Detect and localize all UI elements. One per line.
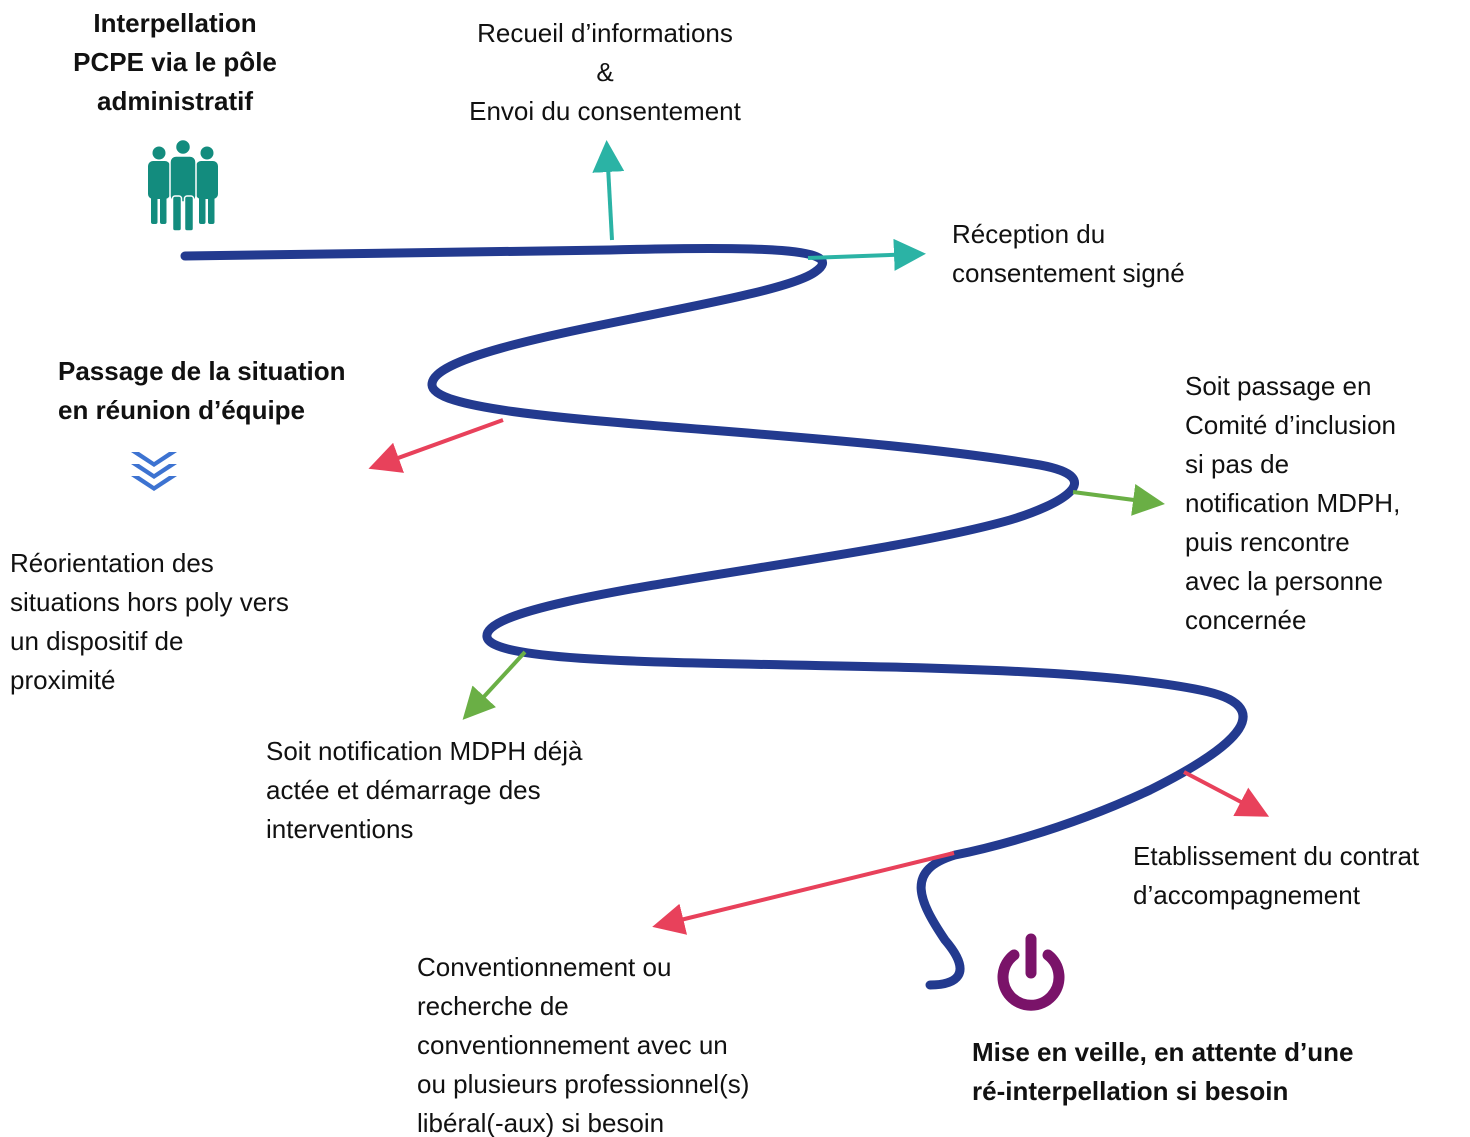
arrow-reception <box>807 238 926 271</box>
arrow-contrat <box>1183 770 1270 817</box>
label-passage: Passage de la situation en réunion d’équ… <box>58 356 346 425</box>
label-reorientation: Réorientation des situations hors poly v… <box>10 548 289 695</box>
label-reception: Réception du consentement signé <box>952 219 1185 288</box>
label-recueil: Recueil d’informations & Envoi du consen… <box>469 18 741 126</box>
label-contrat: Etablissement du contrat d’accompagnemen… <box>1133 841 1420 910</box>
process-path <box>180 243 1248 990</box>
arrow-comite <box>1072 484 1165 516</box>
power-icon <box>997 933 1065 1011</box>
arrow-conventionnement <box>652 851 955 935</box>
label-notification: Soit notification MDPH déjà actée et dém… <box>266 736 583 844</box>
people-icon <box>148 138 218 232</box>
chevron-down-icon <box>131 452 177 491</box>
arrow-recueil <box>592 140 625 241</box>
arrow-reorientation <box>368 418 504 473</box>
label-conventionnement: Conventionnement ou recherche de convent… <box>417 952 750 1137</box>
arrow-notification <box>462 650 527 720</box>
label-interpellation: Interpellation PCPE via le pôle administ… <box>73 8 277 116</box>
label-veille: Mise en veille, en attente d’une ré-inte… <box>972 1037 1354 1106</box>
label-comite: Soit passage en Comité d’inclusion si pa… <box>1185 371 1401 635</box>
